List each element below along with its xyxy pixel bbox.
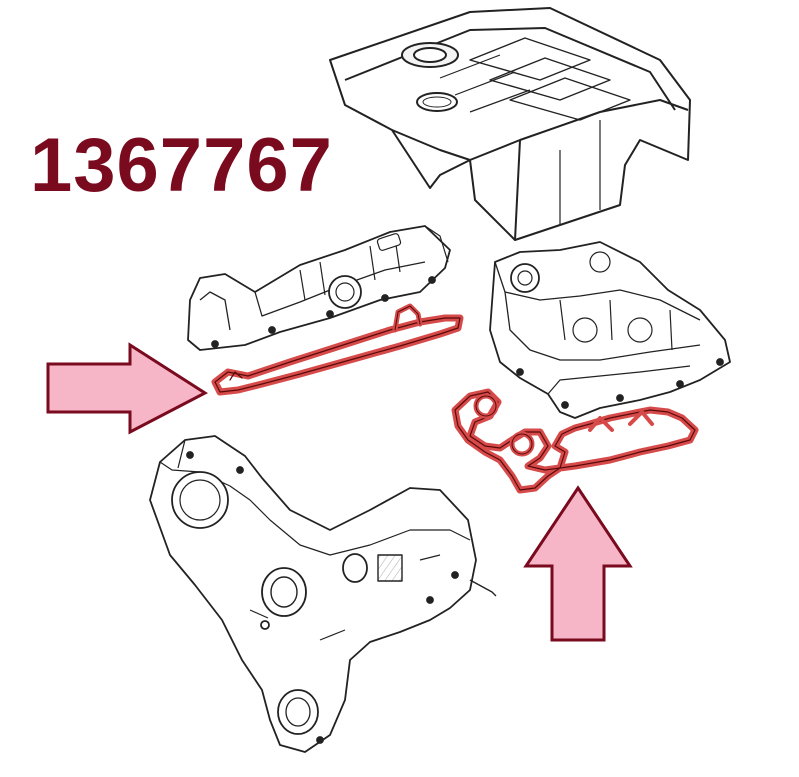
engine-cover [329, 7, 691, 241]
left-valve-cover [187, 225, 451, 351]
left-gasket-arrow [46, 342, 208, 435]
left-gasket [211, 303, 464, 396]
part-number-label: 1367767 [30, 123, 333, 208]
right-valve-cover [489, 241, 731, 419]
right-gasket-arrow [523, 485, 633, 642]
timing-cover [149, 435, 497, 753]
right-gasket [451, 388, 699, 494]
badge-icon [416, 92, 458, 112]
